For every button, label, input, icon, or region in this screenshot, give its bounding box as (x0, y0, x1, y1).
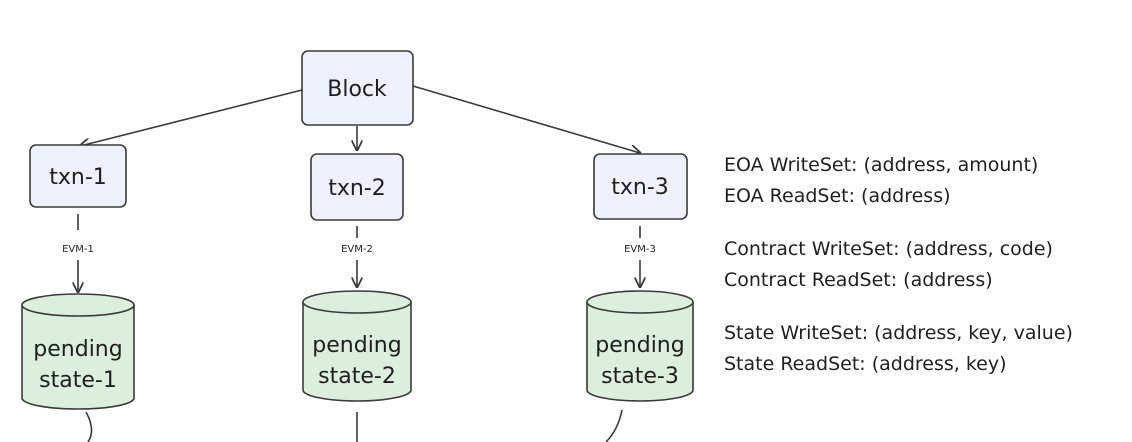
readwrite-set-legend: EOA WriteSet: (address, amount) EOA Read… (724, 150, 1073, 380)
edge-block-txn-3 (412, 85, 640, 153)
legend-spacer (724, 296, 1073, 318)
contract-writeset-text: Contract WriteSet: (address, code) (724, 238, 1053, 260)
evm-1-label: EVM-1 (62, 244, 94, 255)
eoa-writeset-text: EOA WriteSet: (address, amount) (724, 154, 1039, 176)
state-3-line1: pending (595, 333, 684, 358)
block-label: Block (327, 77, 387, 102)
block-node: Block (301, 50, 414, 126)
state-writeset-text: State WriteSet: (address, key, value) (724, 322, 1073, 344)
txn-2-label: txn-2 (328, 176, 386, 201)
txn-1-node: txn-1 (29, 144, 127, 208)
state-1-line2: state-1 (39, 368, 117, 393)
state-2-line1: pending (312, 333, 401, 358)
evm-2-label: EVM-2 (341, 244, 373, 255)
evm-3-label: EVM-3 (624, 244, 656, 255)
pending-state-2-node: pending state-2 (302, 290, 412, 402)
txn-1-label: txn-1 (49, 165, 107, 190)
edge-state-1-merge (85, 411, 93, 442)
pending-state-1-node: pending state-1 (21, 293, 135, 410)
contract-readset-text: Contract ReadSet: (address) (724, 269, 993, 291)
legend-spacer (724, 212, 1073, 234)
edge-state-3-merge (605, 409, 623, 442)
txn-3-node: txn-3 (593, 153, 688, 220)
txn-3-label: txn-3 (611, 175, 669, 200)
state-readset-text: State ReadSet: (address, key) (724, 353, 1007, 375)
pending-state-3-node: pending state-3 (586, 290, 694, 402)
state-2-line2: state-2 (318, 364, 396, 389)
txn-2-node: txn-2 (310, 153, 404, 221)
edge-block-txn-1 (80, 89, 303, 146)
state-1-line1: pending (33, 337, 122, 362)
state-3-line2: state-3 (601, 364, 679, 389)
eoa-readset-text: EOA ReadSet: (address) (724, 185, 951, 207)
